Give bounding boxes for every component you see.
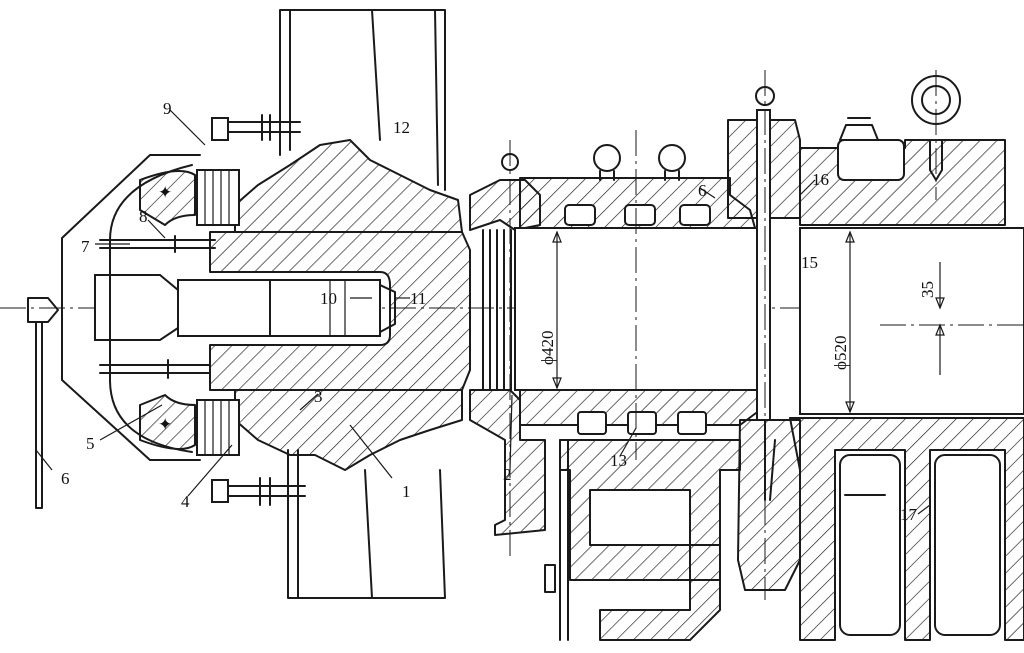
shaft-core xyxy=(209,231,471,391)
support-column xyxy=(279,9,446,599)
label-13: 13 xyxy=(610,451,627,470)
dim-text-520: ϕ520 xyxy=(831,336,850,370)
label-10: 10 xyxy=(320,289,337,308)
right-bore-edge xyxy=(799,227,1024,415)
divider-slot xyxy=(756,109,771,421)
dimension-520 xyxy=(845,230,855,414)
cover-ring-bottom xyxy=(139,394,196,450)
drum-bore xyxy=(514,227,761,391)
drum-collar-lines xyxy=(482,229,512,391)
cover-pins xyxy=(99,235,216,379)
label-16: 16 xyxy=(812,170,829,189)
lower-bumps xyxy=(577,411,707,435)
dimension-420 xyxy=(552,230,562,390)
upper-bumps xyxy=(564,204,711,226)
hub-lower xyxy=(234,389,463,471)
label-5: 5 xyxy=(86,434,95,453)
casing-pocket xyxy=(837,139,905,181)
casing-lower xyxy=(789,417,1024,641)
grease-pipe xyxy=(27,297,59,509)
label-15: 15 xyxy=(801,253,818,272)
label-17: 17 xyxy=(900,505,918,524)
dim-text-420: ϕ420 xyxy=(538,331,557,365)
bracket-bolt xyxy=(544,439,569,641)
label-9: 9 xyxy=(163,99,172,118)
label-12: 12 xyxy=(393,118,410,137)
flange-bolts xyxy=(211,114,306,506)
label-6-left: 6 xyxy=(61,469,70,488)
label-2: 2 xyxy=(503,465,512,484)
label-8: 8 xyxy=(139,207,148,226)
cover-star-top: ✦ xyxy=(158,183,172,202)
divider-lower xyxy=(737,419,801,591)
casing-nut xyxy=(839,124,879,141)
leader-lines xyxy=(35,109,931,515)
label-3: 3 xyxy=(314,387,323,406)
right-bore xyxy=(799,227,1024,415)
dimension-35 xyxy=(935,262,945,375)
hub-upper xyxy=(234,139,463,233)
casing-window-1 xyxy=(839,454,901,636)
collar-bottom xyxy=(469,389,546,536)
cover-ring-top xyxy=(139,170,196,226)
label-4: 4 xyxy=(181,492,190,511)
label-11: 11 xyxy=(410,289,426,308)
bracket-lower xyxy=(559,439,741,641)
casing-window-2 xyxy=(934,454,1001,636)
axle-bolt xyxy=(94,274,396,341)
end-cover xyxy=(61,154,201,461)
label-1: 1 xyxy=(402,482,411,501)
label-7: 7 xyxy=(81,237,90,256)
label-6-right: 6 xyxy=(698,181,707,200)
dim-text-35: 35 xyxy=(918,281,937,298)
cover-star-bottom: ✦ xyxy=(158,415,172,434)
